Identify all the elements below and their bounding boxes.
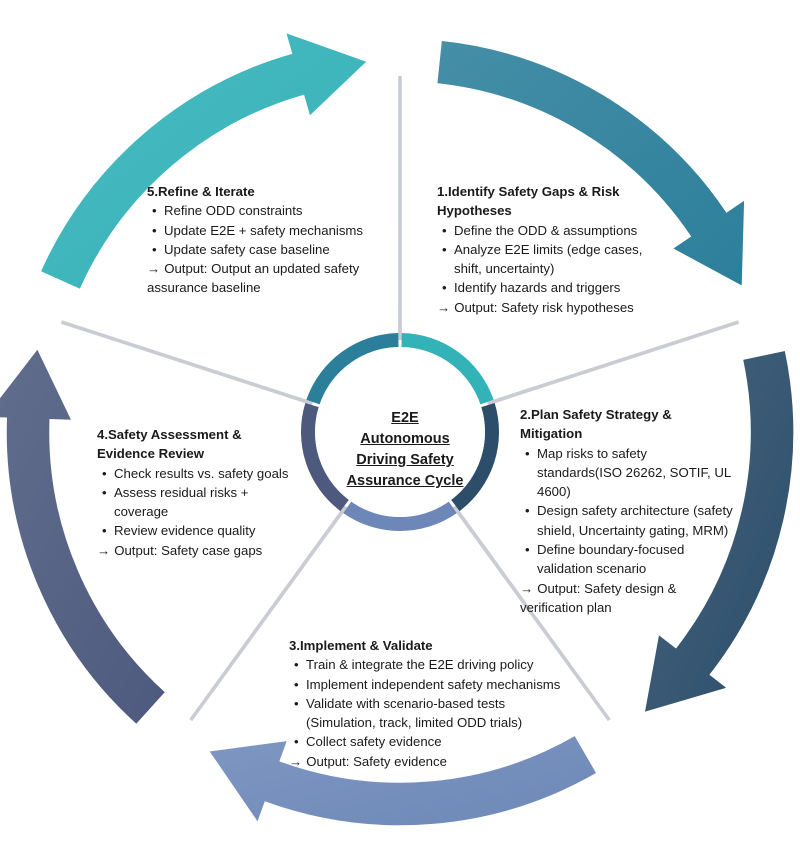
stage-output: →Output: Safety evidence: [289, 752, 574, 771]
stage-item: Assess residual risks + coverage: [97, 483, 302, 522]
arrow-right-icon: →: [289, 753, 303, 769]
center-rim-segment: [343, 501, 457, 531]
center-title-line: Autonomous: [360, 431, 450, 447]
stage-item: Train & integrate the E2E driving policy: [289, 655, 574, 675]
cycle-arrow: [435, 39, 746, 288]
sector-divider-line: [189, 505, 347, 721]
center-title-line: Assurance Cycle: [346, 473, 464, 489]
stage-item: Review evidence quality: [97, 521, 302, 541]
stage-1-block: 1.Identify Safety Gaps & Risk Hypotheses…: [437, 182, 662, 317]
stage-item: Map risks to safety standards(ISO 26262,…: [520, 444, 735, 502]
arrow-right-icon: →: [97, 542, 111, 558]
stage-title: 1.Identify Safety Gaps & Risk Hypotheses: [437, 184, 620, 219]
cycle-arrow: [643, 349, 795, 714]
cycle-arrow: [0, 346, 167, 726]
stage-items: Map risks to safety standards(ISO 26262,…: [520, 444, 735, 579]
arrow-right-icon: →: [520, 580, 534, 596]
sector-divider-line: [453, 505, 611, 721]
center-rim-segment: [301, 403, 349, 512]
arrow-right-icon: →: [437, 299, 451, 315]
center-rim-segment: [306, 333, 399, 405]
stage-title: 4.Safety Assessment & Evidence Review: [97, 427, 242, 462]
stage-item: Identify hazards and triggers: [437, 278, 662, 298]
stage-item: Refine ODD constraints: [147, 201, 382, 221]
stage-item: Validate with scenario-based tests (Simu…: [289, 694, 574, 733]
stage-title: 5.Refine & Iterate: [147, 184, 255, 199]
stage-item: Check results vs. safety goals: [97, 464, 302, 484]
center-title-line: E2E: [391, 410, 419, 426]
stage-item: Analyze E2E limits (edge cases, shift, u…: [437, 240, 662, 279]
stage-item: Update E2E + safety mechanisms: [147, 221, 382, 241]
stage-4-block: 4.Safety Assessment & Evidence Review Ch…: [97, 425, 302, 560]
center-title-line: Driving Safety: [356, 452, 454, 468]
stage-output-text: Output: Safety risk hypotheses: [454, 299, 634, 315]
stage-items: Check results vs. safety goals Assess re…: [97, 464, 302, 541]
stage-output: →Output: Output an updated safety assura…: [147, 259, 382, 298]
stage-items: Refine ODD constraints Update E2E + safe…: [147, 201, 382, 259]
stage-output-text: Output: Safety evidence: [306, 753, 447, 769]
arrow-right-icon: →: [147, 261, 161, 277]
stage-2-block: 2.Plan Safety Strategy & Mitigation Map …: [520, 405, 735, 617]
cycle-arrow: [207, 734, 599, 827]
stage-item: Design safety architecture (safety shiel…: [520, 501, 735, 540]
stage-items: Train & integrate the E2E driving policy…: [289, 655, 574, 752]
sector-divider-line: [452, 506, 610, 722]
sector-divider-line: [60, 321, 313, 406]
stage-item: Define the ODD & assumptions: [437, 221, 662, 241]
stage-output: →Output: Safety risk hypotheses: [437, 298, 662, 317]
stage-3-block: 3.Implement & Validate Train & integrate…: [289, 636, 574, 771]
stage-output: →Output: Safety design & verification pl…: [520, 579, 735, 618]
stage-output-text: Output: Safety design & verification pla…: [520, 580, 677, 615]
center-circle: [315, 347, 485, 517]
sector-divider-line: [487, 321, 740, 406]
stage-item: Update safety case baseline: [147, 240, 382, 260]
stage-item: Define boundary-focused validation scena…: [520, 540, 735, 579]
stage-output-text: Output: Safety case gaps: [114, 542, 263, 558]
stage-item: Implement independent safety mechanisms: [289, 675, 574, 695]
stage-output: →Output: Safety case gaps: [97, 541, 302, 560]
sector-divider-line: [190, 506, 348, 722]
center-title: E2E Autonomous Driving Safety Assurance …: [325, 408, 485, 492]
stage-items: Define the ODD & assumptions Analyze E2E…: [437, 221, 662, 298]
cycle-arrow: [39, 30, 369, 291]
stage-title: 2.Plan Safety Strategy & Mitigation: [520, 407, 672, 442]
sector-divider-line: [61, 320, 314, 404]
sector-divider-line: [486, 320, 739, 404]
stage-5-block: 5.Refine & Iterate Refine ODD constraint…: [147, 182, 382, 298]
stage-item: Collect safety evidence: [289, 732, 574, 752]
stage-title: 3.Implement & Validate: [289, 638, 433, 653]
center-rim-segment: [401, 333, 494, 405]
stage-output-text: Output: Output an updated safety assuran…: [147, 261, 360, 296]
center-rim-segment: [451, 403, 499, 512]
